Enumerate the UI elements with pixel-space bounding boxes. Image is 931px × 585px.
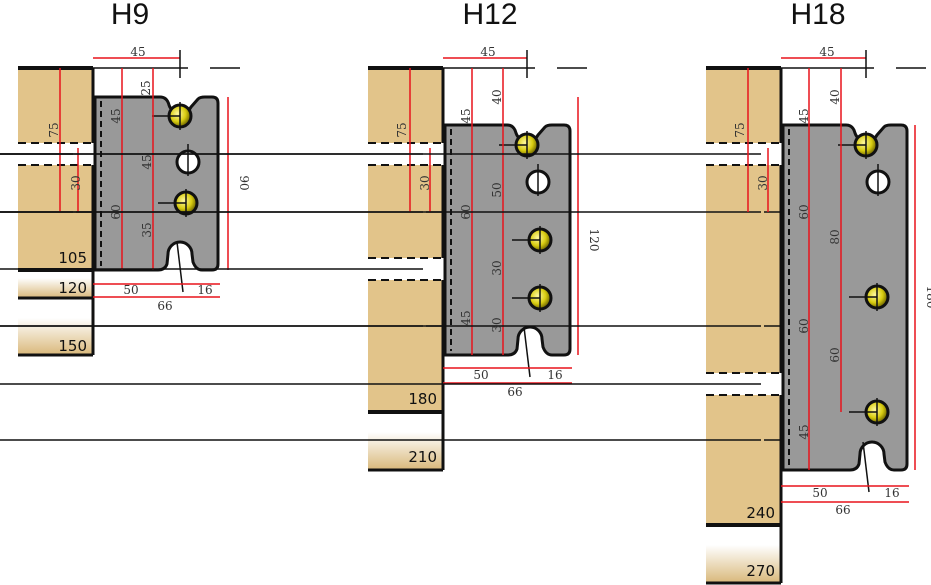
dim-label: 45 [130,45,145,59]
dim-label: 50 [812,486,827,500]
height-block [18,278,93,298]
notch-line [862,441,870,493]
height-label: 120 [58,279,87,297]
dim-label: 45 [819,45,834,59]
dim-label: 60 [797,318,811,333]
dim-label: 120 [587,229,601,252]
height-block [706,545,781,583]
dim-label: 50 [123,283,138,297]
dim-label: 75 [395,122,409,137]
dim-label: 30 [490,317,504,332]
dim-label: 60 [797,204,811,219]
wood-post [368,68,443,412]
dim-label: 16 [884,486,899,500]
wood-post [18,68,93,270]
dim-label: 60 [109,204,123,219]
dim-label: 80 [828,229,842,244]
height-label: 270 [746,562,775,580]
height-label: 105 [58,249,87,267]
notch-line [523,326,531,378]
dim-label: 45 [480,45,495,59]
dim-label: 90 [237,175,251,190]
dim-label: 50 [473,368,488,382]
height-block [18,318,93,355]
dim-label: 30 [490,260,504,275]
panel-title: H18 [790,0,845,31]
height-label: 240 [746,504,775,522]
dim-label: 66 [157,299,172,313]
panel-h9: H9 45 25 45 45 60 35 75 30 90 50 16 66 1… [47,0,251,355]
panel-h18: H18 45 40 45 60 80 60 60 45 75 30 180 50… [733,0,931,580]
dim-label: 40 [828,89,842,104]
dim-label: 66 [835,503,850,517]
dim-label: 60 [828,347,842,362]
dim-label: 50 [490,182,504,197]
dim-label: 45 [459,108,473,123]
panel-title: H12 [462,0,517,31]
dim-label: 30 [418,175,432,190]
dim-label: 180 [924,286,931,309]
dim-label: 45 [797,424,811,439]
dim-label: 45 [140,154,154,169]
height-block [368,432,443,470]
dim-label: 60 [459,204,473,219]
dim-label: 30 [756,175,770,190]
dim-label: 75 [47,122,61,137]
dim-label: 40 [490,89,504,104]
dim-label: 75 [733,122,747,137]
dim-label: 25 [139,80,153,95]
dim-label: 35 [140,222,154,237]
dim-label: 16 [197,283,212,297]
dim-label: 30 [69,175,83,190]
height-label: 210 [408,448,437,466]
panel-h12: H12 45 40 45 50 30 30 75 30 120 60 45 50… [395,0,601,466]
dim-label: 45 [459,310,473,325]
height-label: 150 [58,337,87,355]
dim-label: 45 [109,108,123,123]
dim-label: 16 [547,368,562,382]
height-label: 180 [408,390,437,408]
panel-title: H9 [111,0,149,31]
dim-label: 66 [507,385,522,399]
dim-label: 45 [797,108,811,123]
